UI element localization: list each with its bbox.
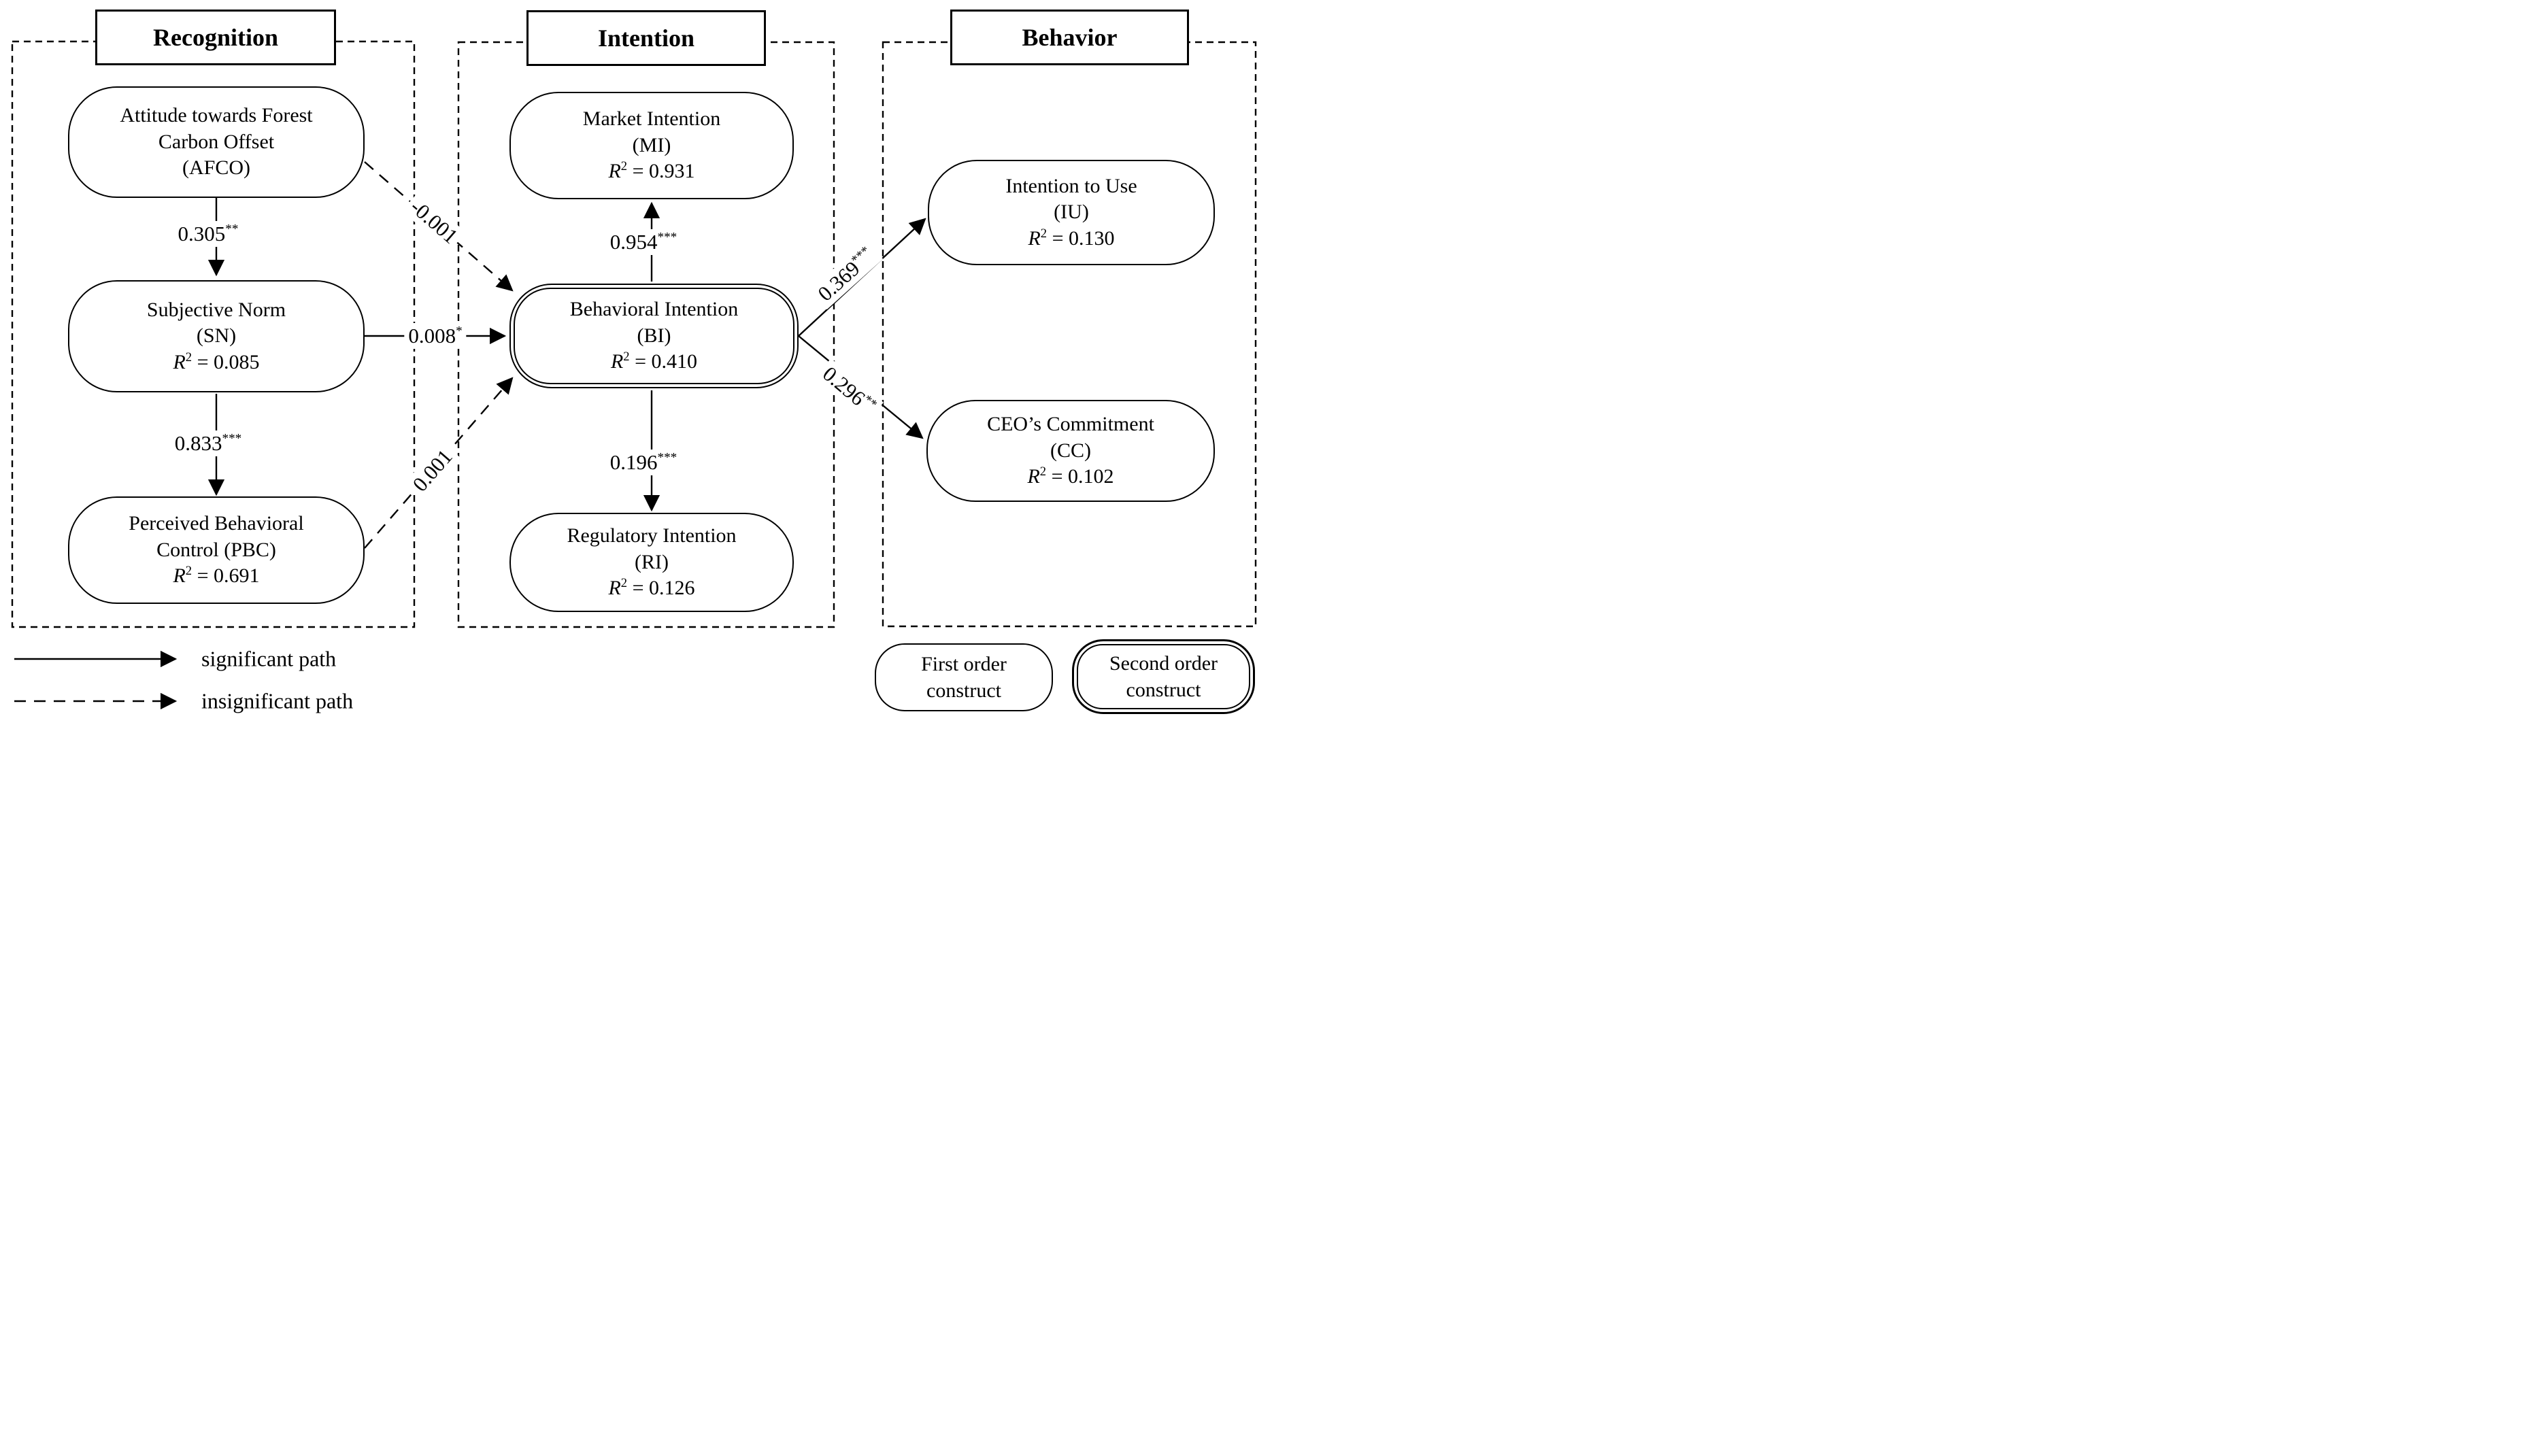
panel-title-intention-label: Intention (597, 24, 695, 52)
node-ri: Regulatory Intention (RI) R2 = 0.126 (509, 513, 794, 612)
node-afco-abbr: (AFCO) (182, 156, 250, 180)
path-label-sn-bi: 0.008* (404, 323, 467, 349)
node-iu-name: Intention to Use (1005, 174, 1137, 197)
node-iu-abbr: (IU) (1054, 201, 1089, 224)
legend-significant-label: significant path (201, 646, 337, 671)
node-iu: Intention to Use (IU) R2 = 0.130 (928, 160, 1215, 265)
node-sn-abbr: (SN) (196, 324, 237, 348)
node-mi: Market Intention (MI) R2 = 0.931 (509, 92, 794, 199)
node-bi-abbr: (BI) (637, 324, 671, 347)
node-ri-abbr: (RI) (635, 550, 669, 573)
node-afco-line2: Carbon Offset (158, 130, 275, 153)
path-label-sn-pbc: 0.833*** (170, 430, 246, 456)
node-bi: Behavioral Intention (BI) R2 = 0.410 (509, 284, 799, 388)
legend-second-order-line1: Second order (1109, 652, 1218, 675)
legend-first-order-line2: construct (926, 679, 1001, 702)
path-afco-to-bi-dashed (364, 161, 514, 292)
legend-second-order-inner: Second order construct (1077, 644, 1250, 709)
node-mi-abbr: (MI) (632, 133, 671, 156)
legend-insignificant-label: insignificant path (201, 688, 354, 713)
legend-second-order-line2: construct (1126, 679, 1201, 701)
path-label-bi-mi: 0.954*** (605, 229, 682, 255)
node-iu-r2: R2 = 0.130 (1028, 226, 1115, 250)
node-ri-name: Regulatory Intention (567, 524, 737, 547)
path-pbc-to-bi-dashed (364, 377, 514, 549)
legend-first-order-construct: First order construct (875, 643, 1053, 711)
node-cc-name: CEO’s Commitment (987, 413, 1154, 436)
node-pbc-line1: Perceived Behavioral (129, 512, 304, 535)
sem-path-diagram: Recognition Intention Behavior Attitude … (0, 0, 1264, 728)
panel-title-recognition: Recognition (95, 10, 336, 65)
node-pbc: Perceived Behavioral Control (PBC) R2 = … (68, 496, 365, 604)
behavior-panel-border (882, 41, 1257, 628)
node-pbc-r2: R2 = 0.691 (173, 564, 260, 588)
node-mi-name: Market Intention (582, 107, 721, 131)
node-sn-r2: R2 = 0.085 (173, 350, 260, 373)
legend-second-order-construct: Second order construct (1072, 639, 1255, 714)
legend-first-order-line1: First order (921, 653, 1007, 675)
node-bi-r2: R2 = 0.410 (610, 350, 698, 373)
node-mi-r2: R2 = 0.931 (608, 159, 695, 183)
path-label-afco-sn: 0.305** (173, 221, 243, 247)
panel-title-behavior-label: Behavior (1022, 24, 1118, 51)
node-sn-name: Subjective Norm (146, 298, 286, 321)
node-pbc-line2: Control (PBC) (156, 538, 276, 561)
node-ri-r2: R2 = 0.126 (608, 576, 695, 600)
panel-title-behavior: Behavior (950, 10, 1189, 65)
node-afco-line1: Attitude towards Forest (120, 104, 313, 127)
panel-title-recognition-label: Recognition (153, 24, 278, 51)
node-bi-name: Behavioral Intention (569, 298, 739, 321)
panel-title-intention: Intention (526, 10, 766, 66)
node-cc-r2: R2 = 0.102 (1027, 464, 1114, 488)
node-cc-abbr: (CC) (1050, 439, 1091, 462)
node-bi-inner: Behavioral Intention (BI) R2 = 0.410 (514, 288, 794, 384)
node-afco: Attitude towards Forest Carbon Offset (A… (68, 86, 365, 198)
node-sn: Subjective Norm (SN) R2 = 0.085 (68, 280, 365, 392)
path-label-bi-ri: 0.196*** (605, 450, 682, 475)
node-cc: CEO’s Commitment (CC) R2 = 0.102 (926, 400, 1215, 502)
